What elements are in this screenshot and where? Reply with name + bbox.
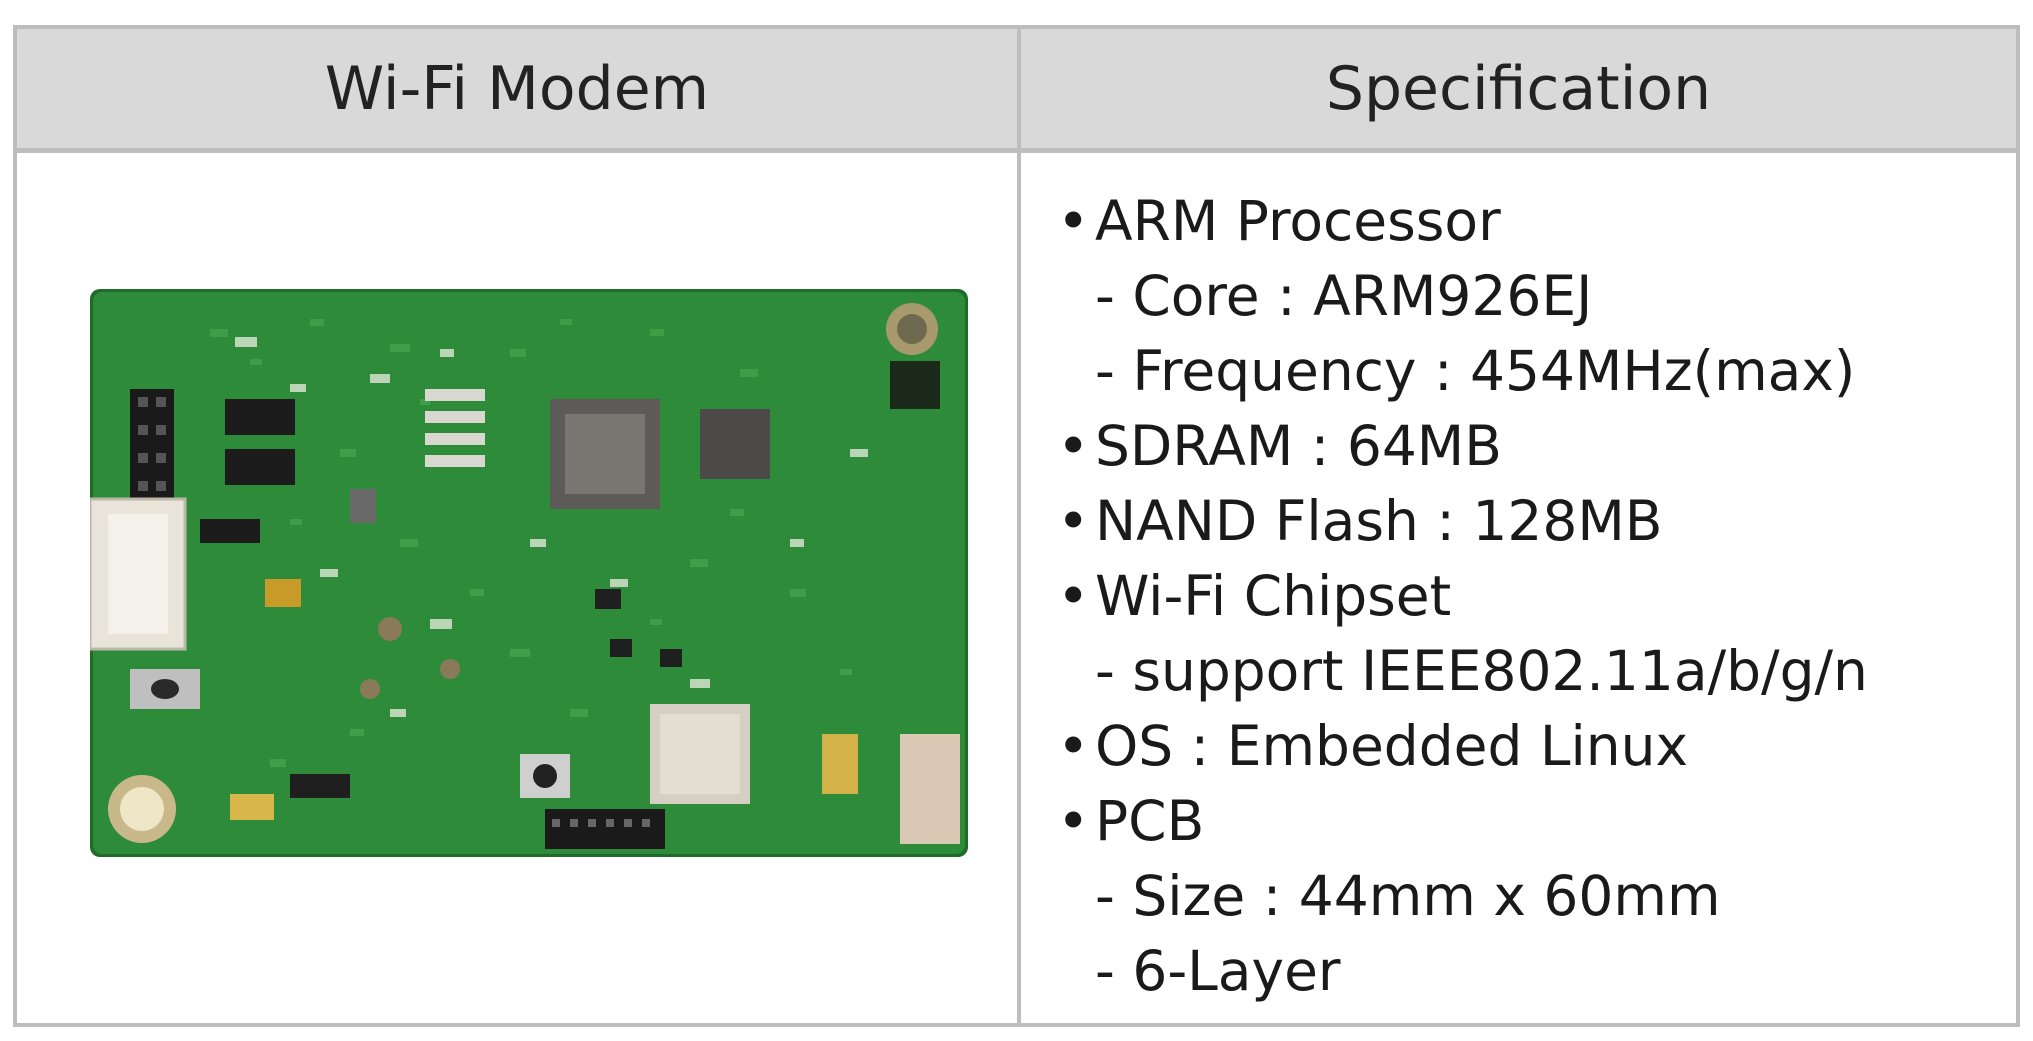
column-divider (1017, 29, 1021, 1023)
spec-table: Wi-Fi Modem Specification (13, 25, 2020, 1027)
spec-item: ARM Processor (1057, 184, 1868, 259)
spec-subitem: - Size : 44mm x 60mm (1095, 864, 1721, 928)
spec-subitem: - Core : ARM926EJ (1095, 264, 1593, 328)
spec-subitem: - 6-Layer (1095, 939, 1341, 1003)
header-specification: Specification (1325, 53, 1712, 124)
spec-subitem: - Frequency : 454MHz(max) (1095, 339, 1856, 403)
spec-item: OS : Embedded Linux (1057, 709, 1868, 784)
spec-item: PCB (1057, 784, 1868, 859)
spec-subitem: - support IEEE802.11a/b/g/n (1095, 639, 1868, 703)
header-wifi-modem: Wi-Fi Modem (324, 53, 710, 124)
spec-item: Wi-Fi Chipset (1057, 559, 1868, 634)
specification-list: ARM Processor - Core : ARM926EJ - Freque… (1057, 184, 1868, 1009)
spec-item: SDRAM : 64MB (1057, 409, 1868, 484)
wifi-modem-board-image (90, 289, 968, 857)
table-header-row (17, 29, 2016, 153)
spec-item: NAND Flash : 128MB (1057, 484, 1868, 559)
